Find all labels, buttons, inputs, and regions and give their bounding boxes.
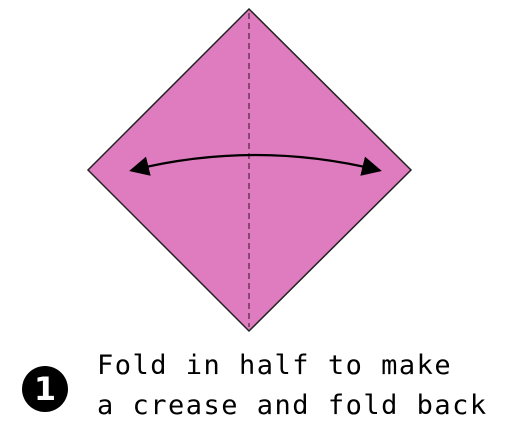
- instruction-text: Fold in half to make a crease and fold b…: [97, 346, 517, 426]
- step-number: 1: [33, 370, 57, 408]
- fold-arrow: [129, 153, 382, 176]
- instruction-line-2: a crease and fold back: [97, 390, 488, 421]
- step-number-badge: 1: [22, 366, 68, 412]
- instruction-line-1: Fold in half to make: [97, 350, 453, 381]
